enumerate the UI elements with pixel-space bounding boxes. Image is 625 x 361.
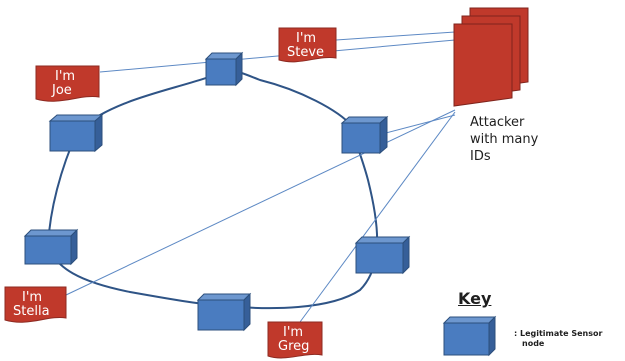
attacker-label-line2: with many (470, 132, 539, 147)
label-joe: I'm Joe (35, 65, 100, 102)
sensor-node-left (23, 228, 79, 266)
label-greg-line1: I'm (283, 325, 303, 340)
label-greg: I'm Greg (267, 321, 323, 359)
attacker-label-line1: Attacker (470, 115, 525, 130)
sensor-node-upper-left (48, 113, 104, 153)
key-description: : Legitimate Sensor node (514, 329, 622, 349)
label-greg-line2: Greg (278, 339, 309, 354)
sensor-node-bottom (196, 292, 252, 332)
sensor-node-right (354, 235, 411, 275)
sensor-node-upper-right (340, 115, 389, 155)
link-attacker-node-e (377, 114, 456, 136)
label-stella: I'm Stella (4, 286, 67, 323)
label-joe-line1: I'm (55, 69, 75, 84)
label-joe-line2: Joe (51, 83, 72, 98)
key-description-line1: : Legitimate Sensor (514, 329, 603, 338)
link-attacker-greg (299, 111, 456, 323)
label-steve-line2: Steve (287, 45, 324, 60)
link-attacker-stella (65, 109, 456, 296)
attacker-icon (453, 7, 529, 107)
link-attacker-steve (335, 31, 456, 41)
attacker-links (65, 31, 456, 323)
network-loop (46, 68, 379, 310)
key-sensor-node-icon (442, 315, 497, 357)
sensor-node-top (204, 51, 244, 87)
label-steve: I'm Steve (278, 27, 337, 63)
label-stella-line2: Stella (13, 304, 50, 319)
attacker-label: Attacker with many IDs (470, 114, 538, 165)
label-steve-line1: I'm (296, 31, 316, 46)
key-description-line2: node (522, 339, 545, 348)
link-attacker-joe (99, 39, 456, 73)
key-title: Key (458, 289, 492, 308)
attacker-label-line3: IDs (470, 149, 491, 164)
label-stella-line1: I'm (22, 290, 42, 305)
